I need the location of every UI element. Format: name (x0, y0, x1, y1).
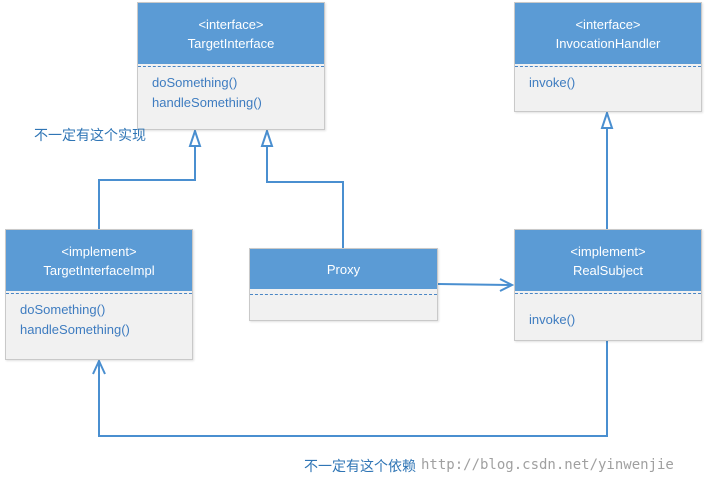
proxy-divider (250, 294, 437, 295)
target-interface-impl-methods: doSomething() handleSomething() (6, 294, 192, 340)
target-interface-divider (138, 66, 324, 67)
dependency-arrowhead (92, 358, 106, 375)
target-interface-impl-divider (6, 293, 192, 294)
target-interface-impl-header: <implement> TargetInterfaceImpl (6, 230, 192, 291)
realsubject-realization-arrowhead (600, 109, 614, 129)
target-interface-box: <interface> TargetInterface doSomething(… (137, 2, 325, 130)
note-not-necessarily-implementation: 不一定有这个实现 (34, 127, 146, 143)
target-interface-header: <interface> TargetInterface (138, 3, 324, 64)
target-interface-methods: doSomething() handleSomething() (138, 67, 324, 113)
proxy-association-arrowhead (499, 278, 515, 292)
method-do-something: doSomething() (152, 75, 238, 90)
invocation-handler-box: <interface> InvocationHandler invoke() (514, 2, 702, 112)
invocation-handler-stereotype: <interface> (575, 16, 641, 32)
invocation-handler-header: <interface> InvocationHandler (515, 3, 701, 64)
proxy-to-interface-connector (266, 141, 344, 248)
proxy-header: Proxy (250, 249, 437, 289)
invocation-handler-divider (515, 66, 701, 67)
proxy-name: Proxy (326, 261, 361, 277)
watermark: http://blog.csdn.net/yinwenjie (421, 457, 674, 473)
method-do-something: doSomething() (20, 302, 106, 317)
target-interface-name: TargetInterface (187, 35, 275, 51)
real-subject-methods: invoke() (515, 294, 701, 330)
method-handle-something: handleSomething() (152, 95, 262, 110)
invocation-handler-name: InvocationHandler (555, 35, 661, 51)
method-invoke: invoke() (529, 75, 576, 90)
proxy-realization-arrowhead (260, 127, 274, 147)
impl-to-interface-connector (98, 141, 196, 229)
invocation-handler-methods: invoke() (515, 67, 701, 93)
note-not-necessarily-dependency: 不一定有这个依赖 (304, 458, 416, 474)
real-subject-header: <implement> RealSubject (515, 230, 701, 291)
real-subject-divider (515, 293, 701, 294)
target-interface-impl-stereotype: <implement> (61, 243, 137, 259)
proxy-to-realsubject-connector (437, 283, 512, 286)
target-interface-stereotype: <interface> (198, 16, 264, 32)
real-subject-box: <implement> RealSubject invoke() (514, 229, 702, 341)
real-subject-stereotype: <implement> (570, 243, 646, 259)
target-interface-impl-box: <implement> TargetInterfaceImpl doSometh… (5, 229, 193, 360)
real-subject-name: RealSubject (572, 262, 644, 278)
realsubject-to-impl-connector (98, 341, 608, 437)
method-invoke: invoke() (529, 312, 576, 327)
impl-realization-arrowhead (188, 127, 202, 147)
method-handle-something: handleSomething() (20, 322, 130, 337)
target-interface-impl-name: TargetInterfaceImpl (43, 262, 155, 278)
proxy-box: Proxy (249, 248, 438, 321)
